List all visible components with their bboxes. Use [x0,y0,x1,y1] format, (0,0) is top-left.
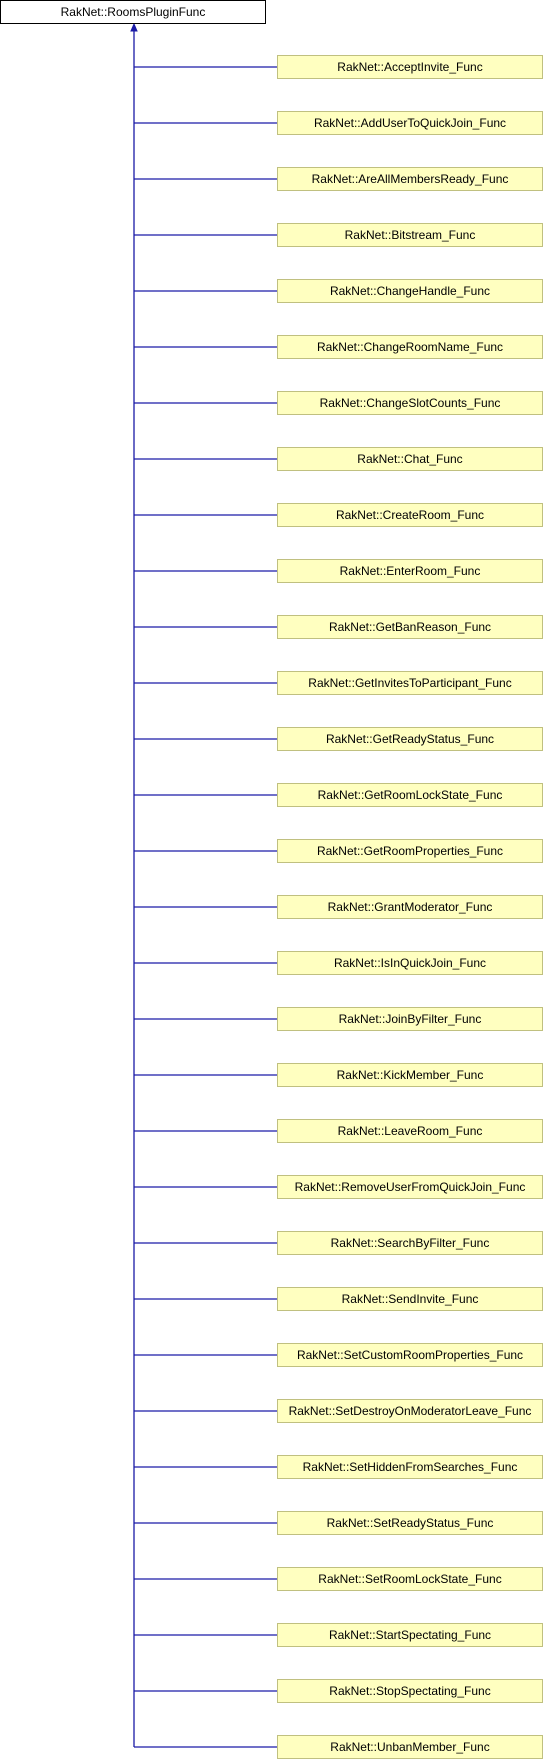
derived-class-node[interactable]: RakNet::SetRoomLockState_Func [277,1567,543,1591]
derived-class-node[interactable]: RakNet::AcceptInvite_Func [277,55,543,79]
derived-class-label: RakNet::GetInvitesToParticipant_Func [308,676,512,690]
derived-class-label: RakNet::StopSpectating_Func [329,1684,491,1698]
derived-class-node[interactable]: RakNet::SendInvite_Func [277,1287,543,1311]
derived-class-label: RakNet::StartSpectating_Func [328,1628,492,1642]
derived-class-label: RakNet::KickMember_Func [336,1068,484,1082]
derived-class-node[interactable]: RakNet::CreateRoom_Func [277,503,543,527]
derived-class-node[interactable]: RakNet::JoinByFilter_Func [277,1007,543,1031]
derived-class-node[interactable]: RakNet::GrantModerator_Func [277,895,543,919]
derived-class-label: RakNet::UnbanMember_Func [330,1740,490,1754]
derived-class-node[interactable]: RakNet::StartSpectating_Func [277,1623,543,1647]
derived-class-label: RakNet::GetBanReason_Func [328,620,492,634]
derived-class-node[interactable]: RakNet::SetDestroyOnModeratorLeave_Func [277,1399,543,1423]
derived-class-label: RakNet::EnterRoom_Func [339,564,481,578]
derived-class-label: RakNet::SendInvite_Func [341,1292,479,1306]
derived-class-node[interactable]: RakNet::GetBanReason_Func [277,615,543,639]
derived-class-node[interactable]: RakNet::StopSpectating_Func [277,1679,543,1703]
derived-class-label: RakNet::Bitstream_Func [344,228,476,242]
derived-class-node[interactable]: RakNet::SetReadyStatus_Func [277,1511,543,1535]
inheritance-arrowhead [130,22,138,32]
derived-class-label: RakNet::SetDestroyOnModeratorLeave_Func [288,1404,532,1418]
derived-class-node[interactable]: RakNet::IsInQuickJoin_Func [277,951,543,975]
derived-class-node[interactable]: RakNet::SetCustomRoomProperties_Func [277,1343,543,1367]
derived-class-node[interactable]: RakNet::SetHiddenFromSearches_Func [277,1455,543,1479]
derived-class-node[interactable]: RakNet::ChangeSlotCounts_Func [277,391,543,415]
derived-class-node[interactable]: RakNet::UnbanMember_Func [277,1735,543,1759]
derived-class-label: RakNet::IsInQuickJoin_Func [333,956,487,970]
derived-class-node[interactable]: RakNet::ChangeRoomName_Func [277,335,543,359]
derived-class-node[interactable]: RakNet::GetRoomProperties_Func [277,839,543,863]
derived-class-label: RakNet::GrantModerator_Func [327,900,493,914]
derived-class-label: RakNet::LeaveRoom_Func [337,1124,483,1138]
derived-class-node[interactable]: RakNet::SearchByFilter_Func [277,1231,543,1255]
derived-class-node[interactable]: RakNet::GetRoomLockState_Func [277,783,543,807]
derived-class-node[interactable]: RakNet::ChangeHandle_Func [277,279,543,303]
derived-class-label: RakNet::RemoveUserFromQuickJoin_Func [294,1180,526,1194]
derived-class-node[interactable]: RakNet::GetInvitesToParticipant_Func [277,671,543,695]
derived-class-label: RakNet::JoinByFilter_Func [338,1012,482,1026]
derived-class-label: RakNet::ChangeHandle_Func [329,284,491,298]
derived-class-label: RakNet::SetRoomLockState_Func [318,1572,502,1586]
derived-class-node[interactable]: RakNet::EnterRoom_Func [277,559,543,583]
derived-class-label: RakNet::AddUserToQuickJoin_Func [313,116,507,130]
derived-class-node[interactable]: RakNet::Chat_Func [277,447,543,471]
derived-class-node[interactable]: RakNet::LeaveRoom_Func [277,1119,543,1143]
base-class-label: RakNet::RoomsPluginFunc [60,5,206,19]
derived-class-label: RakNet::ChangeSlotCounts_Func [319,396,501,410]
derived-class-node[interactable]: RakNet::RemoveUserFromQuickJoin_Func [277,1175,543,1199]
derived-class-label: RakNet::ChangeRoomName_Func [316,340,504,354]
derived-class-node[interactable]: RakNet::GetReadyStatus_Func [277,727,543,751]
derived-class-label: RakNet::AcceptInvite_Func [337,60,483,74]
derived-class-label: RakNet::GetRoomLockState_Func [317,788,503,802]
derived-class-node[interactable]: RakNet::KickMember_Func [277,1063,543,1087]
derived-class-label: RakNet::Chat_Func [357,452,463,466]
derived-class-label: RakNet::GetRoomProperties_Func [316,844,504,858]
derived-class-label: RakNet::CreateRoom_Func [335,508,485,522]
derived-class-label: RakNet::AreAllMembersReady_Func [311,172,509,186]
derived-class-label: RakNet::SearchByFilter_Func [330,1236,490,1250]
derived-class-label: RakNet::SetReadyStatus_Func [326,1516,494,1530]
derived-class-node[interactable]: RakNet::Bitstream_Func [277,223,543,247]
derived-class-label: RakNet::GetReadyStatus_Func [325,732,495,746]
derived-class-label: RakNet::SetCustomRoomProperties_Func [296,1348,524,1362]
derived-class-node[interactable]: RakNet::AreAllMembersReady_Func [277,167,543,191]
derived-class-node[interactable]: RakNet::AddUserToQuickJoin_Func [277,111,543,135]
derived-class-label: RakNet::SetHiddenFromSearches_Func [302,1460,518,1474]
base-class-node[interactable]: RakNet::RoomsPluginFunc [0,0,266,24]
